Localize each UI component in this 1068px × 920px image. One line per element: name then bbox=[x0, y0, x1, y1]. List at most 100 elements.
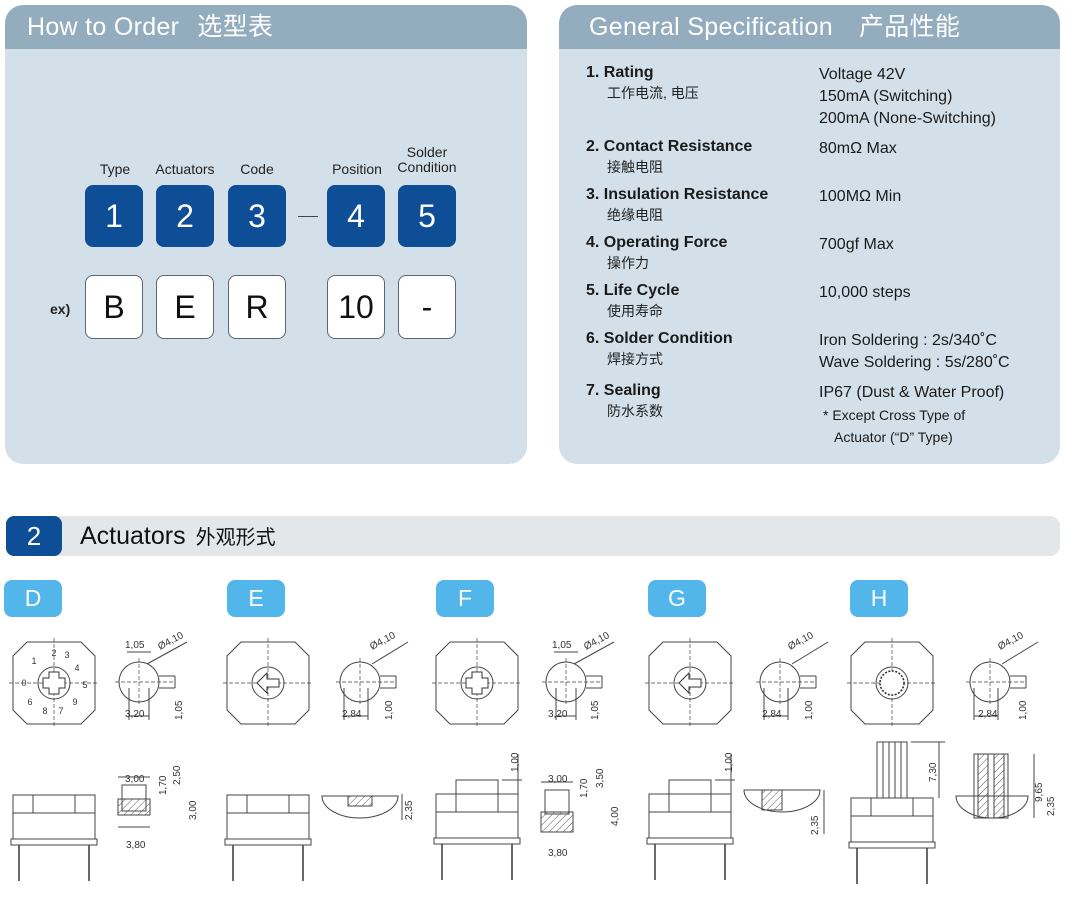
code-box-4: 4 bbox=[327, 185, 385, 247]
spec-name-cn: 绝缘电阻 bbox=[607, 207, 663, 223]
spec-value-line: 700gf Max bbox=[819, 236, 894, 253]
spec-value: IP67 (Dust & Water Proof) * Except Cross… bbox=[819, 382, 1004, 448]
dim-e-dia: Ø4,10 bbox=[368, 630, 398, 653]
dim-g-dia: Ø4,10 bbox=[786, 630, 816, 653]
spec-name: 6. Solder Condition bbox=[586, 330, 733, 347]
actuators-section-bar bbox=[6, 516, 1060, 556]
spec-value-line: 200mA (None-Switching) bbox=[819, 110, 996, 127]
general-spec-title-cn: 产品性能 bbox=[858, 13, 961, 41]
spec-name: 1. Rating bbox=[586, 64, 654, 81]
section-title-en: Actuators bbox=[80, 522, 186, 550]
spec-value-line: 150mA (Switching) bbox=[819, 88, 953, 105]
dim-h-hv: 1,00 bbox=[1018, 700, 1029, 720]
how-to-order-header: How to Order 选型表 bbox=[5, 5, 527, 49]
example-box-1: B bbox=[85, 275, 143, 339]
spec-value-line: 10,000 steps bbox=[819, 284, 911, 301]
spec-value: 80mΩ Max bbox=[819, 138, 897, 160]
spec-name-cn: 工作电流, 电压 bbox=[607, 85, 699, 101]
actuator-drawings: 2 3 4 5 9 7 8 6 0 1 1,05 Ø4,10 3,20 1,05… bbox=[8, 630, 1057, 885]
spec-name-cn: 操作力 bbox=[607, 255, 649, 271]
dial-num: 9 bbox=[72, 697, 77, 707]
drawing-f bbox=[431, 637, 523, 729]
example-label: ex) bbox=[50, 301, 71, 317]
dial-num: 3 bbox=[64, 650, 69, 660]
spec-value: Iron Soldering : 2s/340˚C Wave Soldering… bbox=[819, 330, 1010, 374]
actuator-tag-d: D bbox=[4, 580, 62, 617]
dim-g-2: 2,35 bbox=[810, 815, 821, 835]
dim-f-w: 1,05 bbox=[552, 640, 572, 651]
dim-d-hv: 1,05 bbox=[174, 700, 185, 720]
how-to-order-title: How to Order bbox=[27, 13, 180, 41]
spec-value-line: Iron Soldering : 2s/340˚C bbox=[819, 332, 997, 349]
label-type: Type bbox=[99, 161, 131, 177]
dim-f-5: 4,00 bbox=[610, 806, 621, 826]
label-position: Position bbox=[332, 161, 382, 177]
dim-f-4: 3,50 bbox=[595, 768, 606, 788]
dim-f-hv: 1,05 bbox=[590, 700, 601, 720]
spec-value: 10,000 steps bbox=[819, 282, 911, 304]
label-code: Code bbox=[240, 161, 274, 177]
dim-d-dia: Ø4,10 bbox=[156, 630, 186, 653]
spec-value: 700gf Max bbox=[819, 234, 894, 256]
dim-d-4: 3,00 bbox=[188, 800, 199, 820]
drawing-d bbox=[8, 637, 100, 729]
plus-knob-icon bbox=[42, 671, 66, 695]
code-box-2: 2 bbox=[156, 185, 214, 247]
spec-note-line: Actuator (“D” Type) bbox=[827, 429, 953, 445]
label-solder-condition: Solder Condition bbox=[397, 144, 457, 175]
section-title-cn: 外观形式 bbox=[195, 527, 276, 549]
example-box-4: 10 bbox=[327, 275, 385, 339]
dim-g-h: 2,84 bbox=[762, 709, 782, 720]
code-box-3: 3 bbox=[228, 185, 286, 247]
spec-name: 2. Contact Resistance bbox=[586, 138, 753, 155]
dim-h-2: 9,65 bbox=[1034, 782, 1045, 802]
knurled-knob-icon bbox=[879, 670, 905, 696]
spec-value-line: IP67 (Dust & Water Proof) bbox=[819, 384, 1005, 401]
arrow-knob-icon bbox=[678, 671, 702, 695]
spec-name: 3. Insulation Resistance bbox=[586, 186, 769, 203]
dial-numbers-d: 2 3 4 5 9 7 8 6 0 1 bbox=[21, 648, 87, 716]
spec-note-line: * Except Cross Type of bbox=[823, 407, 966, 423]
dim-h-1: 7,30 bbox=[928, 762, 939, 782]
spec-name-cn: 接触电阻 bbox=[607, 159, 663, 175]
general-spec-title: General Specification bbox=[589, 13, 833, 41]
section-number-badge: 2 bbox=[6, 516, 62, 556]
actuator-tag-g: G bbox=[648, 580, 706, 617]
dim-e-1: 2,35 bbox=[404, 800, 415, 820]
spec-value: 100MΩ Min bbox=[819, 186, 901, 208]
dim-e-h: 2,84 bbox=[342, 709, 362, 720]
actuator-tag-h: H bbox=[850, 580, 908, 617]
example-box-2: E bbox=[156, 275, 214, 339]
plus-knob-icon bbox=[465, 671, 489, 695]
dim-f-dia: Ø4,10 bbox=[582, 630, 612, 653]
dim-d-1: 3,00 bbox=[125, 774, 145, 785]
spec-name-cn: 使用寿命 bbox=[607, 303, 663, 319]
dial-num: 5 bbox=[82, 680, 87, 690]
dim-g-hv: 1,00 bbox=[804, 700, 815, 720]
arrow-knob-icon bbox=[256, 671, 280, 695]
dim-d-h: 3,20 bbox=[125, 709, 145, 720]
dial-num: 1 bbox=[31, 656, 36, 666]
spec-value-line: 100MΩ Min bbox=[819, 188, 902, 205]
dim-f-1: 1,00 bbox=[510, 752, 521, 772]
dim-f-3: 1,70 bbox=[579, 778, 590, 798]
general-spec-panel: General Specification 产品性能 1. Rating 工作电流… bbox=[559, 5, 1060, 464]
dim-h-h: 2,84 bbox=[978, 709, 998, 720]
how-to-order-title-cn: 选型表 bbox=[197, 13, 274, 41]
drawing-g bbox=[644, 637, 736, 729]
code-box-5: 5 bbox=[398, 185, 456, 247]
actuators-section-title: Actuators 外观形式 bbox=[80, 516, 276, 556]
spec-value-line: Wave Soldering : 5s/280˚C bbox=[819, 354, 1010, 371]
general-spec-header: General Specification 产品性能 bbox=[559, 5, 1060, 49]
spec-value: Voltage 42V 150mA (Switching) 200mA (Non… bbox=[819, 64, 996, 130]
dial-num: 7 bbox=[58, 706, 63, 716]
spec-name: 7. Sealing bbox=[586, 382, 661, 399]
spec-value-line: 80mΩ Max bbox=[819, 140, 897, 157]
spec-name: 5. Life Cycle bbox=[586, 282, 680, 299]
code-separator bbox=[298, 216, 318, 217]
dim-h-3: 2,35 bbox=[1046, 796, 1057, 816]
dim-d-5: 3,80 bbox=[126, 840, 146, 851]
example-box-3: R bbox=[228, 275, 286, 339]
dim-d-2: 1,70 bbox=[158, 775, 169, 795]
example-box-5: - bbox=[398, 275, 456, 339]
